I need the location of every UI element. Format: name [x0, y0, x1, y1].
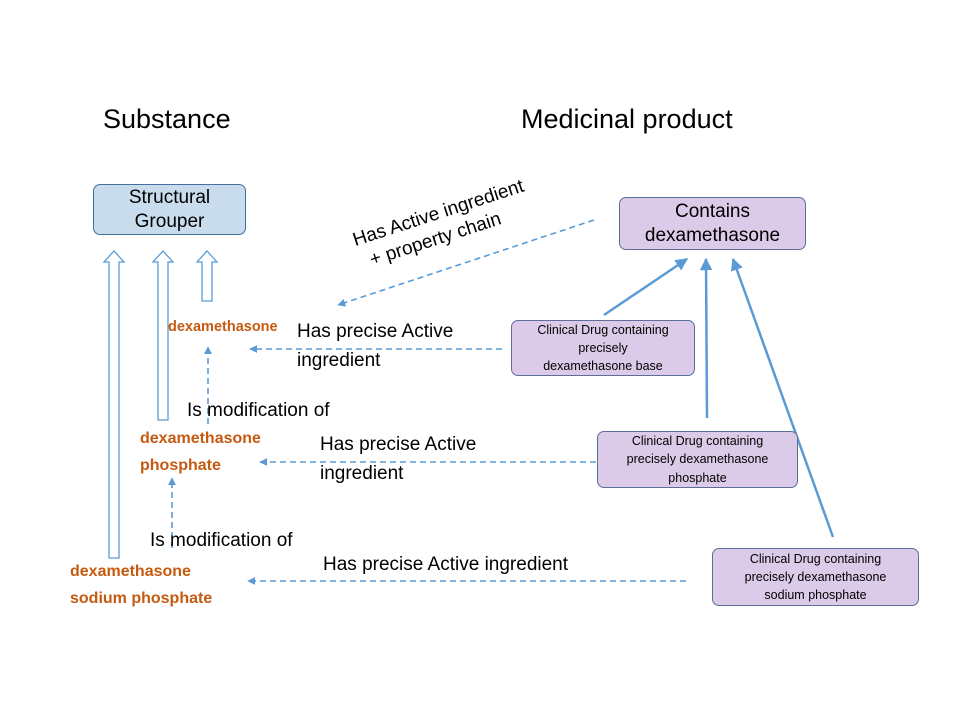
isa-arrow-cd-phosphate	[699, 257, 713, 419]
cd-sodium-line-3: sodium phosphate	[764, 588, 867, 603]
structural-grouper-line-1: Structural	[128, 187, 211, 209]
relation-precise-2-line-1: Has precise Active	[320, 434, 477, 455]
clinical-drug-base-box: Clinical Drug containing precisely dexam…	[511, 320, 695, 376]
relation-precise-1: Has precise Active ingredient	[297, 318, 453, 375]
relation-precise-2: Has precise Active ingredient	[320, 431, 476, 488]
isa-arrow-cd-sodium	[730, 257, 835, 538]
substance-sodium-line-1: dexamethasone	[70, 563, 191, 580]
cd-phosphate-line-3: phosphate	[668, 470, 727, 485]
cd-phosphate-line-1: Clinical Drug containing	[631, 434, 764, 449]
relation-precise-2-line-2: ingredient	[320, 462, 404, 484]
contains-dexamethasone-box: Contains dexamethasone	[619, 197, 806, 250]
heading-medicinal-product: Medicinal product	[521, 104, 733, 134]
relation-precise-1-line-2: ingredient	[297, 349, 381, 371]
clinical-drug-phosphate-box: Clinical Drug containing precisely dexam…	[597, 431, 798, 488]
cd-base-line-2: precisely	[578, 340, 628, 355]
substance-sodium-line-2: sodium phosphate	[70, 590, 213, 608]
relation-modification-1: Is modification of	[187, 400, 330, 421]
substance-phosphate-line-2: phosphate	[140, 457, 221, 475]
heading-substance: Substance	[103, 104, 231, 134]
active-chain-arrow	[337, 219, 595, 307]
contains-line-1: Contains	[675, 201, 750, 223]
substance-phosphate-line-1: dexamethasone	[140, 430, 261, 447]
clinical-drug-sodium-box: Clinical Drug containing precisely dexam…	[712, 548, 919, 606]
substance-dexamethasone-sodium-phosphate: dexamethasone sodium phosphate	[70, 558, 212, 612]
cd-base-line-1: Clinical Drug containing	[537, 322, 669, 337]
structural-grouper-line-2: Grouper	[134, 210, 205, 232]
relation-precise-1-line-1: Has precise Active	[297, 321, 454, 342]
isa-arrow-dexamethasone	[195, 250, 219, 302]
cd-phosphate-line-2: precisely dexamethasone	[626, 452, 769, 467]
isa-arrow-phosphate	[151, 250, 175, 421]
contains-line-2: dexamethasone	[644, 224, 781, 246]
cd-sodium-line-1: Clinical Drug containing	[749, 551, 882, 566]
substance-dexamethasone: dexamethasone	[168, 319, 278, 335]
substance-dexamethasone-phosphate: dexamethasone phosphate	[140, 425, 261, 479]
isa-arrow-sodium-phosphate	[102, 250, 126, 559]
relation-precise-3: Has precise Active ingredient	[323, 554, 569, 575]
relation-modification-2: Is modification of	[150, 530, 293, 551]
structural-grouper-box: Structural Grouper	[93, 184, 246, 235]
cd-sodium-line-2: precisely dexamethasone	[744, 569, 887, 584]
cd-base-line-3: dexamethasone base	[543, 359, 663, 374]
isa-arrow-cd-base	[603, 257, 689, 317]
